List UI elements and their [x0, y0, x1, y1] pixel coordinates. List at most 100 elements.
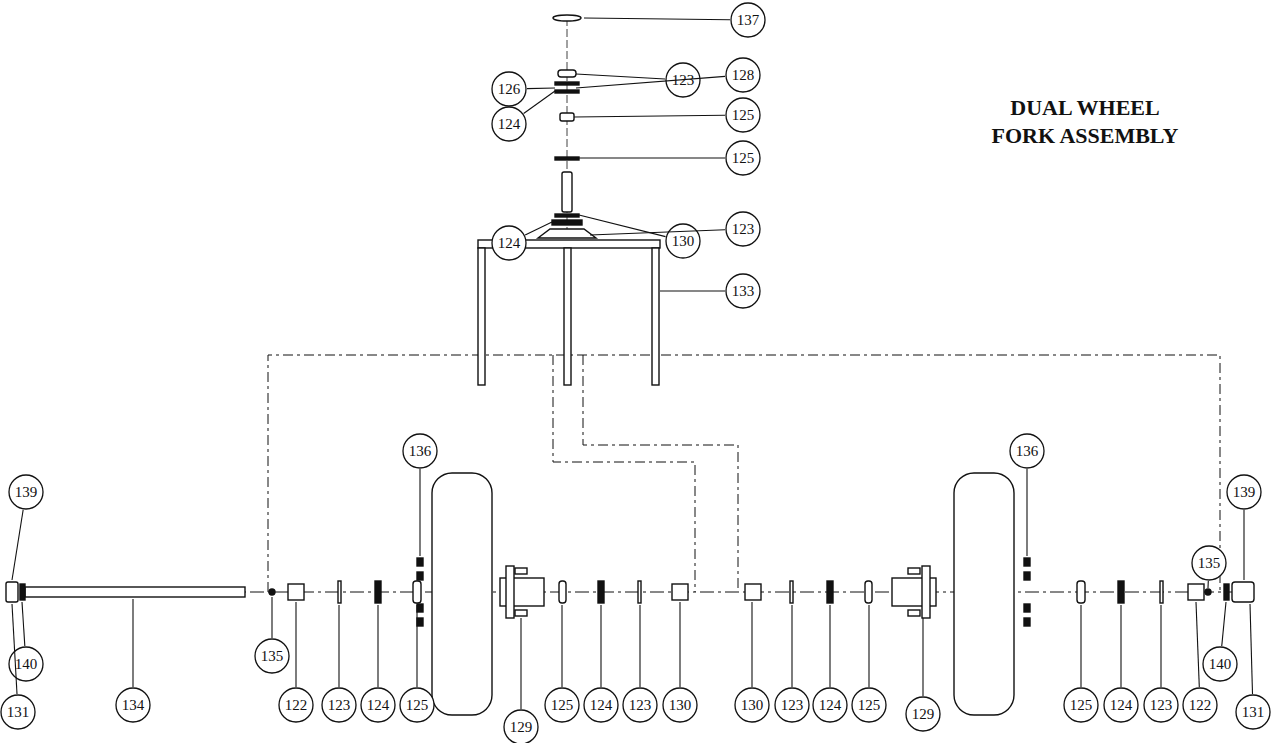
leader-line: [338, 605, 339, 687]
callout-number: 130: [735, 695, 769, 715]
diagram-title: DUAL WHEEL FORK ASSEMBLY: [990, 94, 1180, 150]
callout-circle: [361, 688, 395, 722]
leader-line: [561, 605, 562, 687]
callout-circle: [9, 475, 43, 509]
callout-number: 129: [906, 704, 940, 724]
callout-circle: [1227, 475, 1261, 509]
callout-number: 139: [9, 482, 43, 502]
callout-number: 124: [492, 114, 526, 134]
leader-line: [639, 605, 640, 687]
callout-circle: [731, 3, 765, 37]
callout-number: 125: [545, 695, 579, 715]
callout-number: 134: [116, 695, 150, 715]
callout-number: 124: [361, 695, 395, 715]
leader-line: [419, 469, 420, 556]
callout-circle: [775, 688, 809, 722]
callout-circle: [726, 58, 760, 92]
callout-number: 124: [1104, 695, 1138, 715]
callout-number: 135: [1192, 553, 1226, 573]
callout-circle: [1010, 434, 1044, 468]
leader-line: [377, 605, 378, 687]
callout-number: 124: [584, 695, 618, 715]
leader-line: [1250, 604, 1253, 694]
leader-line: [600, 605, 601, 687]
callout-number: 128: [726, 65, 760, 85]
leader-line: [829, 605, 830, 687]
leader-line: [679, 602, 680, 687]
leader-line: [922, 618, 923, 696]
callout-circle: [666, 63, 700, 97]
callout-number: 130: [663, 695, 697, 715]
callout-circle: [1, 695, 35, 729]
callout-number: 123: [623, 695, 657, 715]
callout-number: 122: [279, 695, 313, 715]
callout-number: 137: [731, 10, 765, 30]
callout-circle: [726, 141, 760, 175]
callout-number: 123: [666, 70, 700, 90]
leader-line: [590, 230, 725, 235]
callout-number: 123: [322, 695, 356, 715]
callout-circle: [1104, 688, 1138, 722]
leader-line: [524, 91, 555, 114]
leader-line: [576, 74, 665, 79]
leader-line: [1120, 605, 1121, 687]
leader-line: [22, 602, 25, 646]
callout-number: 124: [813, 695, 847, 715]
callout-circle: [1144, 688, 1178, 722]
callout-number: 123: [726, 219, 760, 239]
callout-circle: [852, 688, 886, 722]
callout-circle: [504, 710, 538, 743]
callout-circle: [492, 72, 526, 106]
leader-line: [525, 222, 552, 235]
callout-circle: [492, 226, 526, 260]
leader-line: [579, 157, 725, 158]
callout-number: 131: [1236, 702, 1270, 722]
callout-number: 139: [1227, 482, 1261, 502]
leader-line: [1222, 602, 1226, 646]
callout-circle: [663, 688, 697, 722]
leader-line: [12, 510, 23, 580]
leader-line: [132, 599, 133, 687]
callout-number: 123: [775, 695, 809, 715]
callout-number: 122: [1183, 695, 1217, 715]
callout-number: 126: [492, 79, 526, 99]
callout-circle: [116, 688, 150, 722]
callout-circle: [726, 98, 760, 132]
callout-circle: [735, 688, 769, 722]
leader-line: [576, 76, 725, 88]
callout-circle: [726, 212, 760, 246]
leader-line: [660, 290, 725, 291]
leader-line: [520, 618, 521, 709]
leader-line: [791, 605, 792, 687]
leader-line: [1080, 605, 1081, 687]
callout-number: 133: [726, 281, 760, 301]
leader-line: [1196, 602, 1199, 687]
callout-circle: [666, 224, 700, 258]
callout-circle: [403, 434, 437, 468]
leader-line: [1160, 605, 1161, 687]
callout-circle: [322, 688, 356, 722]
callout-number: 130: [666, 231, 700, 251]
callout-circle: [1236, 695, 1270, 729]
callout-circle: [545, 688, 579, 722]
callout-number: 123: [1144, 695, 1178, 715]
callout-circle: [1203, 647, 1237, 681]
callout-circle: [255, 639, 289, 673]
callout-number: 131: [1, 702, 35, 722]
leader-line: [12, 604, 17, 694]
leader-line: [1243, 510, 1244, 580]
callout-circle: [492, 107, 526, 141]
callout-circle: [400, 688, 434, 722]
leader-line: [751, 602, 752, 687]
callout-number: 129: [504, 717, 538, 737]
callout-number: 136: [1010, 441, 1044, 461]
leader-line: [1026, 469, 1027, 556]
leader-line: [527, 87, 555, 89]
callout-circle: [584, 688, 618, 722]
callout-number: 135: [255, 646, 289, 666]
callout-circle: [813, 688, 847, 722]
callout-number: 125: [726, 105, 760, 125]
callout-number: 125: [400, 695, 434, 715]
callout-number: 125: [1064, 695, 1098, 715]
